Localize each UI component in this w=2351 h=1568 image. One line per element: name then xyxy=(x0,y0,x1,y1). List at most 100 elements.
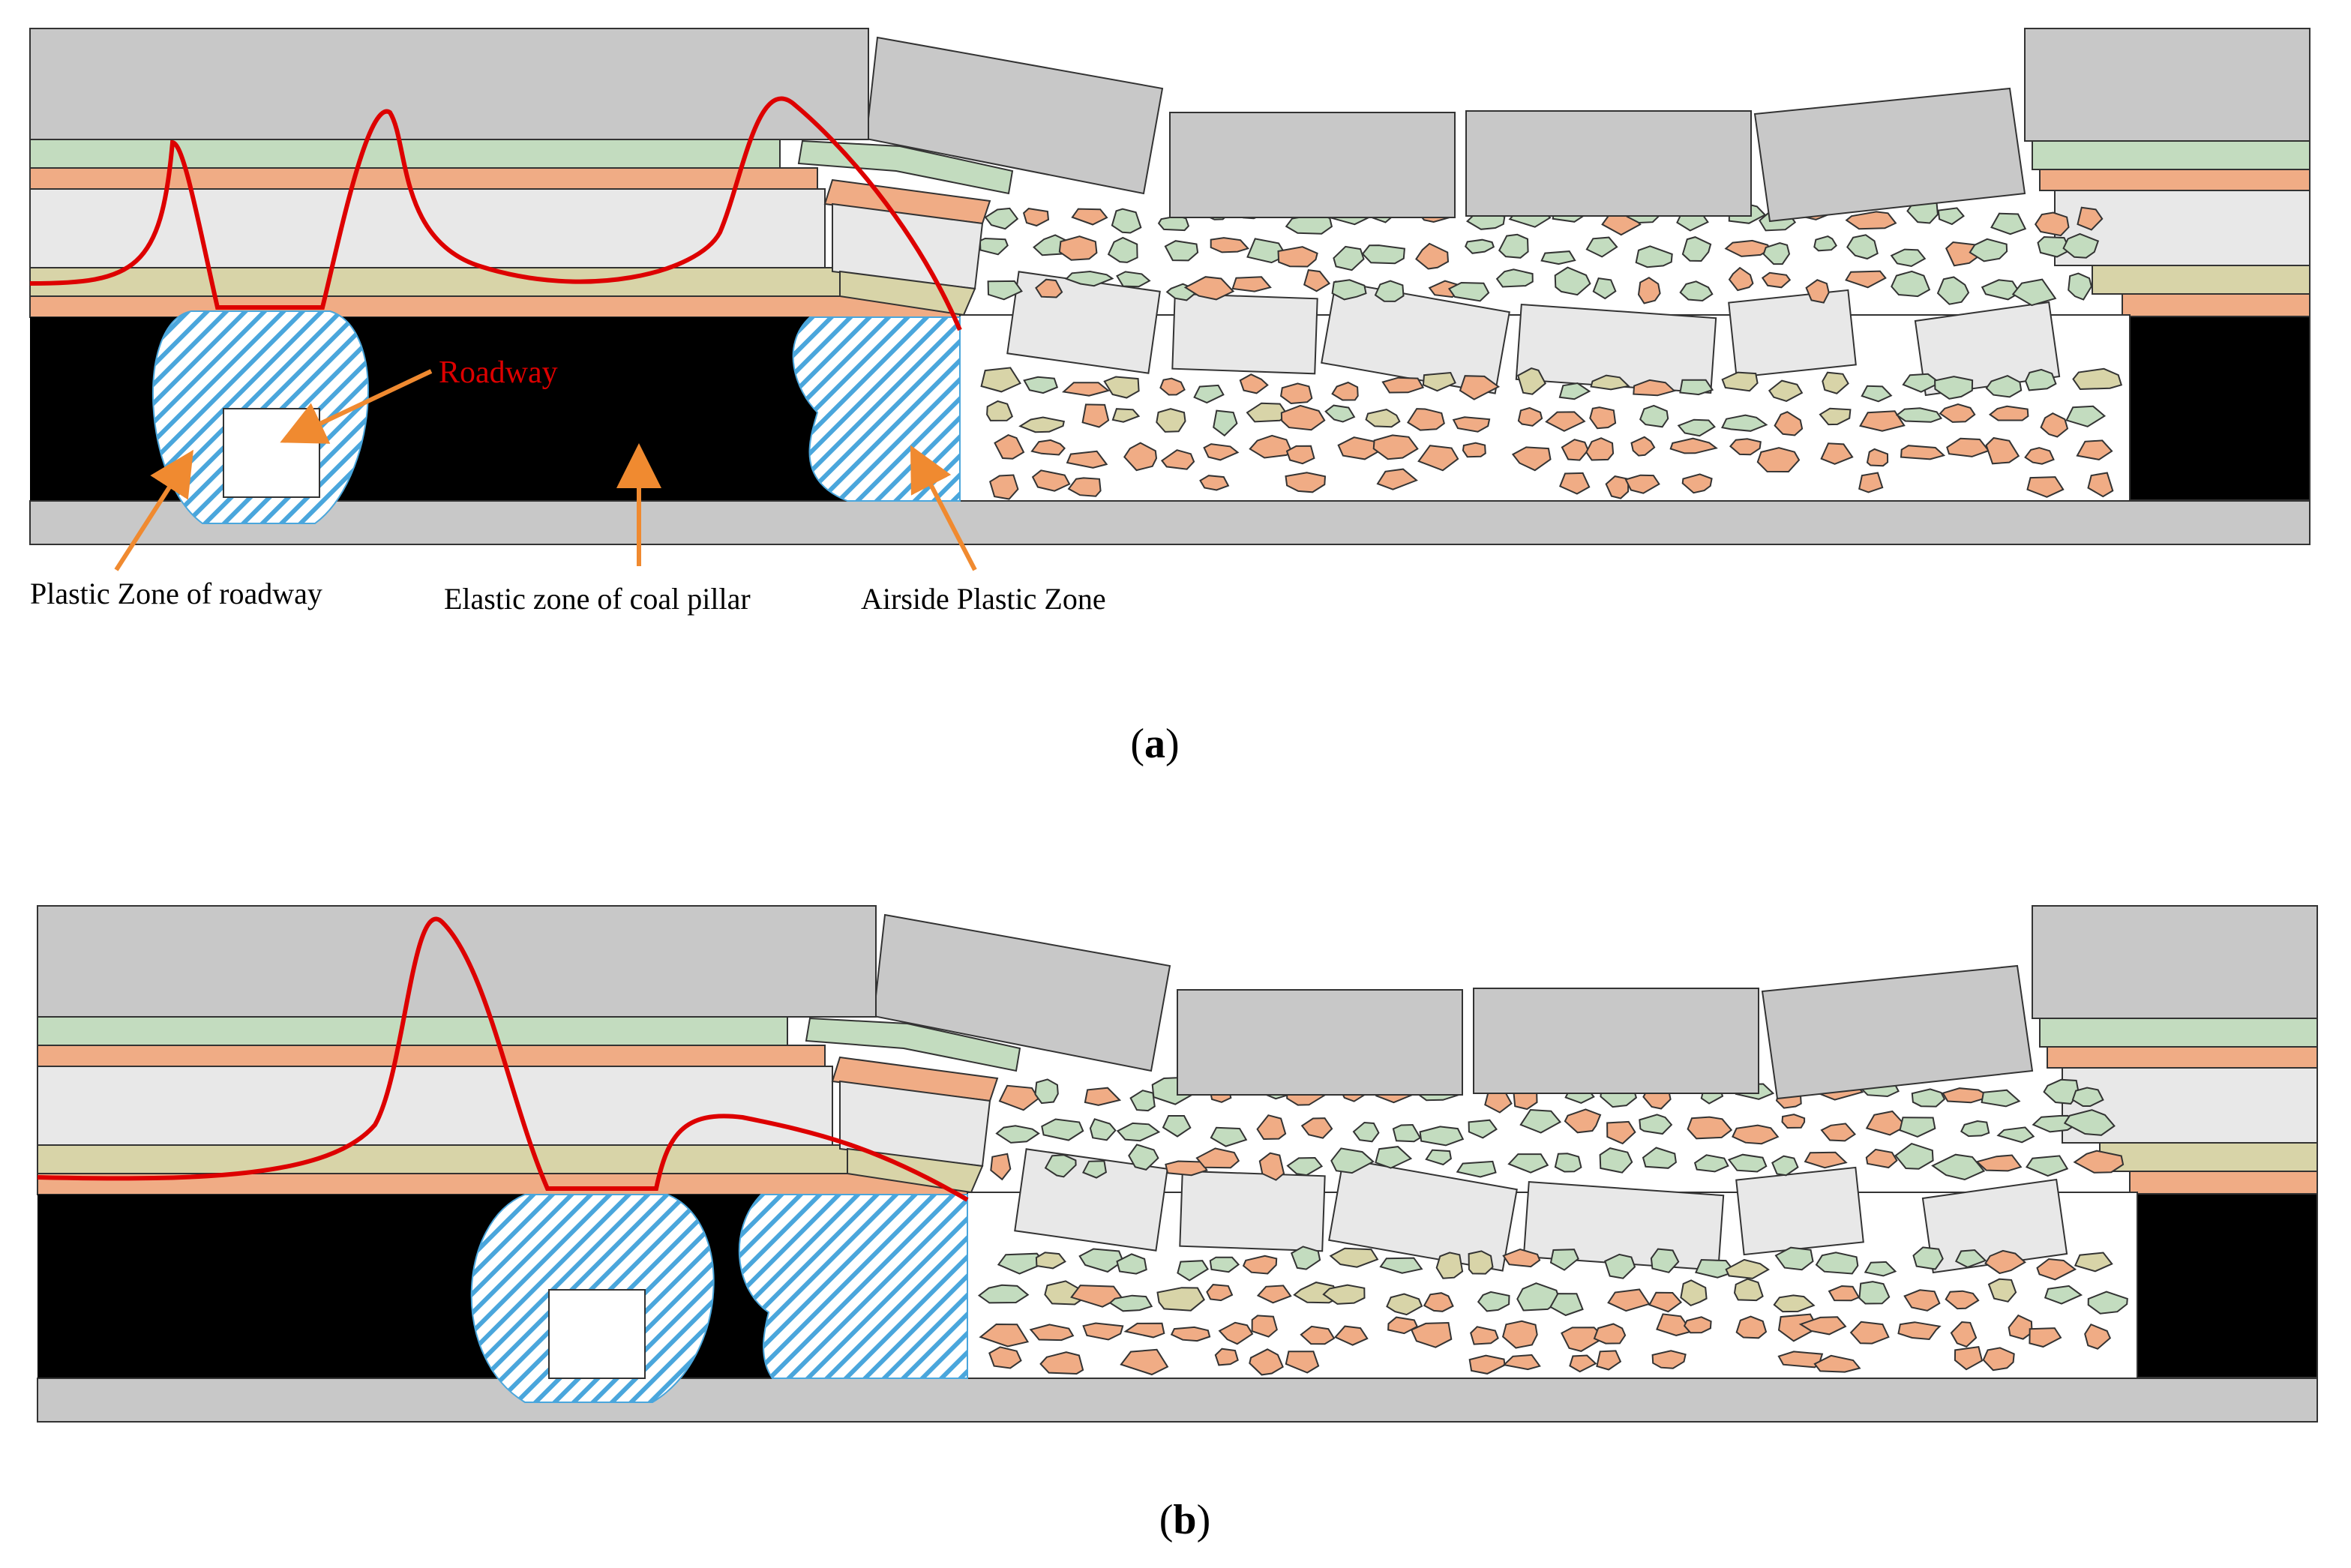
rubble-fragment xyxy=(1116,271,1151,288)
rubble-fragment xyxy=(1123,442,1158,472)
rubble-fragment xyxy=(1459,375,1501,400)
rubble-fragment xyxy=(1894,1142,1934,1170)
rubble-fragment xyxy=(994,433,1025,460)
rubble-fragment xyxy=(1891,270,1931,298)
rubble-fragment xyxy=(1554,266,1591,296)
rubble-fragment xyxy=(1044,1154,1077,1178)
rubble-fragment xyxy=(1728,266,1754,292)
rubble-fragment xyxy=(2011,278,2057,307)
rubble-fragment xyxy=(1285,1351,1320,1374)
rubble-fragment xyxy=(1116,1122,1161,1142)
rubble-fragment xyxy=(1768,379,1804,402)
rubble-fragment xyxy=(1331,381,1359,401)
rubble-fragment xyxy=(1936,276,1970,305)
main-roof-block xyxy=(1177,989,1463,1096)
rubble-fragment xyxy=(1058,235,1098,261)
rubble-fragment xyxy=(1410,1321,1453,1348)
rubble-fragment xyxy=(1242,1255,1278,1275)
rubble-fragment xyxy=(1585,236,1618,258)
gray-stratum-right xyxy=(2054,190,2311,266)
rubble-fragment xyxy=(1107,236,1138,263)
rubble-fragment xyxy=(1804,1151,1848,1169)
rubble-fragment xyxy=(1902,373,1942,393)
rubble-fragment xyxy=(1639,1114,1673,1135)
rubble-fragment xyxy=(1422,371,1456,392)
rubble-fragment xyxy=(995,1125,1040,1144)
rubble-fragment xyxy=(1065,270,1114,287)
rubble-fragment xyxy=(1501,1320,1538,1349)
rubble-fragment xyxy=(1035,1252,1066,1270)
rubble-fragment xyxy=(2084,1323,2112,1350)
rubble-fragment xyxy=(986,400,1014,421)
rubble-fragment xyxy=(1606,1120,1636,1145)
rubble-fragment xyxy=(1452,416,1491,433)
rubble-fragment xyxy=(2026,476,2065,498)
rubble-fragment xyxy=(1724,239,1771,257)
rubble-fragment xyxy=(1656,1313,1693,1336)
rubble-fragment xyxy=(1756,447,1801,473)
rubble-fragment xyxy=(1246,402,1289,423)
rubble-fragment xyxy=(1727,1153,1768,1173)
rubble-fragment xyxy=(1987,1278,2017,1303)
rubble-fragment xyxy=(1070,1285,1123,1308)
rubble-fragment xyxy=(1774,1246,1814,1271)
rubble-fragment xyxy=(1365,408,1401,428)
rubble-fragment xyxy=(1846,234,1879,260)
rubble-fragment xyxy=(1214,1348,1239,1366)
rubble-fragment xyxy=(1195,1147,1240,1169)
rubble-fragment xyxy=(1156,1287,1205,1312)
rubble-fragment xyxy=(1031,469,1071,492)
tan-stratum-left xyxy=(37,1144,848,1174)
rubble-fragment xyxy=(1116,1253,1147,1275)
rubble-fragment xyxy=(1417,445,1459,472)
rubble-fragment xyxy=(1858,472,1884,493)
rubble-fragment xyxy=(1507,1153,1549,1174)
rubble-fragment xyxy=(1519,1108,1562,1134)
tan-stratum-left xyxy=(29,267,841,297)
rubble-fragment xyxy=(1845,270,1887,289)
rubble-fragment xyxy=(1330,1147,1375,1174)
rubble-fragment xyxy=(997,1252,1046,1275)
rubble-fragment xyxy=(1735,1315,1768,1339)
panel-b xyxy=(37,905,2318,1423)
rubble-fragment xyxy=(1162,1115,1192,1138)
rubble-fragment xyxy=(1637,277,1661,304)
rubble-fragment xyxy=(2044,1285,2083,1305)
rubble-fragment xyxy=(1969,238,2008,262)
rubble-fragment xyxy=(1035,278,1063,298)
rubble-fragment xyxy=(1982,1347,2015,1372)
caved-block xyxy=(1328,1158,1518,1272)
rubble-fragment xyxy=(1258,1152,1285,1181)
rubble-fragment xyxy=(1386,1293,1423,1316)
rubble-fragment xyxy=(990,1153,1012,1181)
orange-stratum-lower-right xyxy=(2122,293,2311,317)
rubble-fragment xyxy=(1415,242,1450,270)
rubble-fragment xyxy=(1599,1147,1633,1174)
main-roof-block xyxy=(1753,87,2026,223)
rubble-fragment xyxy=(1900,445,1946,460)
svg-text:(b): (b) xyxy=(1159,1497,1210,1543)
rubble-fragment xyxy=(1361,244,1405,265)
rubble-fragment xyxy=(1468,1354,1506,1375)
rubble-fragment xyxy=(1210,1126,1248,1147)
rubble-fragment xyxy=(1372,434,1419,460)
airside-plastic-zone-label: Airside Plastic Zone xyxy=(861,582,1106,616)
rubble-fragment xyxy=(1331,279,1367,301)
roadway-label: Roadway xyxy=(439,355,558,390)
rubble-fragment xyxy=(1960,1120,1990,1138)
rubble-fragment xyxy=(1633,379,1676,397)
edge-block-green xyxy=(805,1017,1021,1072)
rubble-fragment xyxy=(1815,1252,1859,1275)
rubble-fragment xyxy=(1210,237,1250,253)
rubble-fragment xyxy=(1419,1126,1465,1147)
rubble-fragment xyxy=(1498,233,1529,259)
rubble-fragment xyxy=(1624,474,1660,494)
rotated-key-block xyxy=(872,913,1171,1072)
rubble-fragment xyxy=(1103,376,1140,399)
rubble-fragment xyxy=(1277,246,1318,268)
rubble-fragment xyxy=(2087,1291,2128,1315)
rubble-fragment xyxy=(1516,1282,1561,1312)
rubble-fragment xyxy=(2073,1150,2125,1174)
rubble-fragment xyxy=(1303,268,1331,292)
rubble-fragment xyxy=(1648,1291,1683,1313)
